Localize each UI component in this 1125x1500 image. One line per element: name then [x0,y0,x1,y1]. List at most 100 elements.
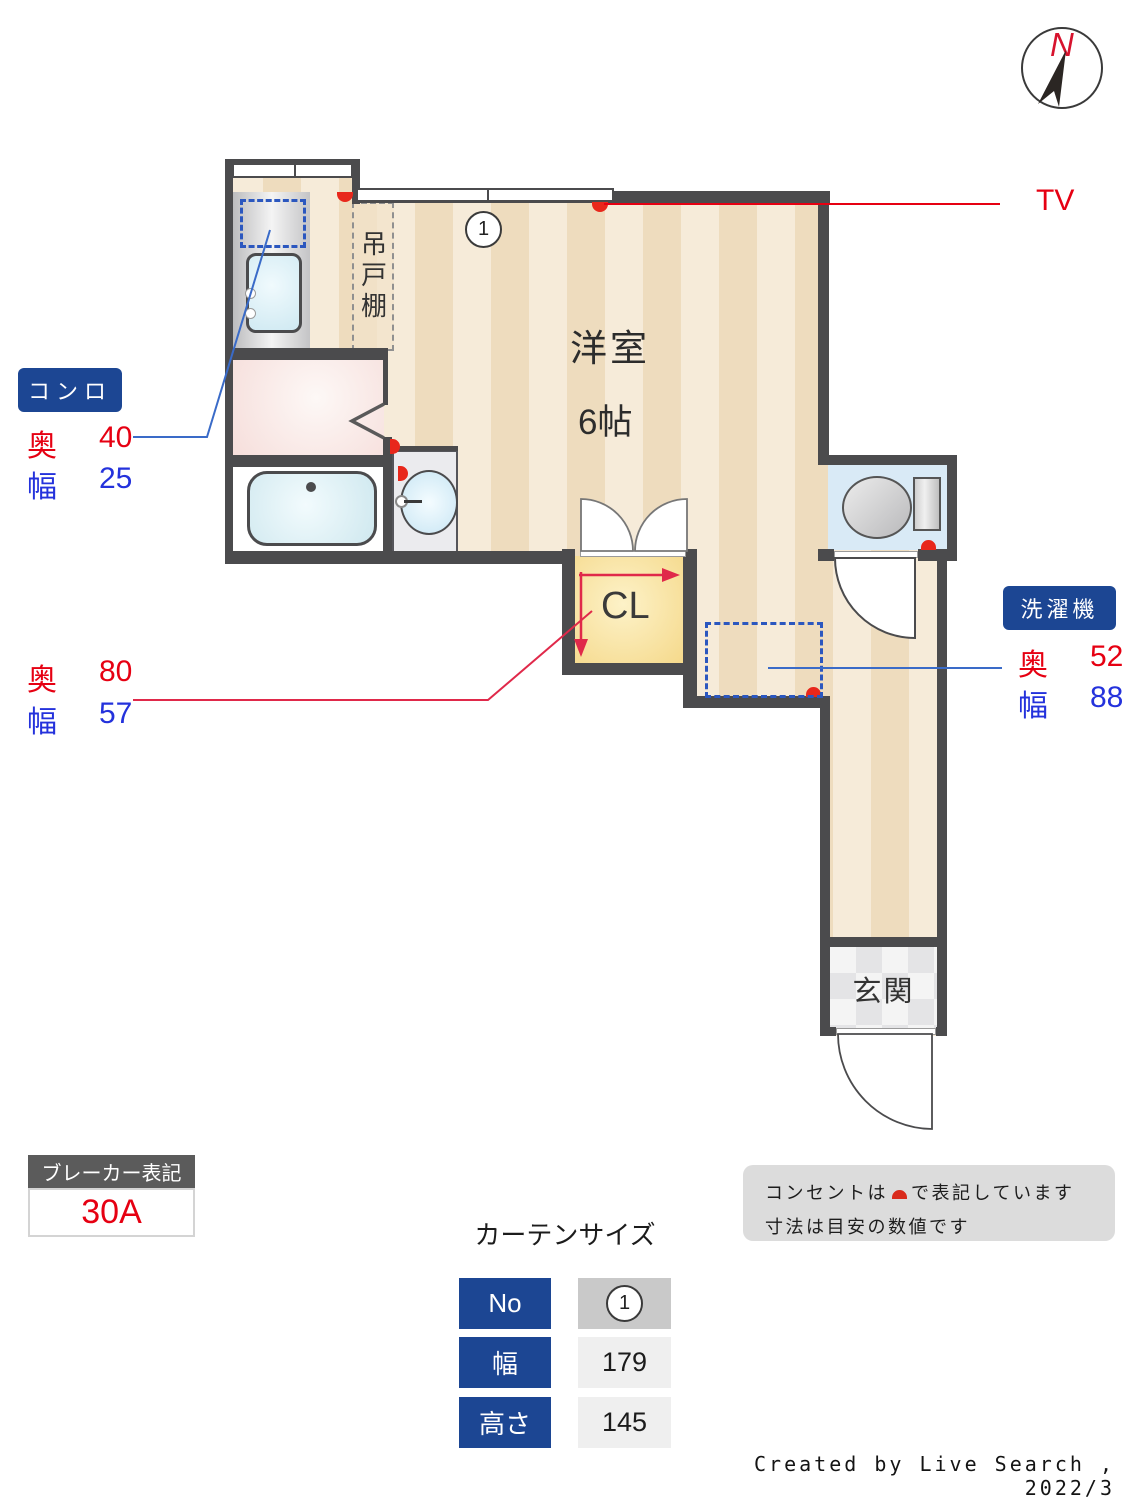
width-value: 25 [99,462,133,495]
toilet-tank [913,477,941,531]
washer-width-row: 幅 88 [1018,681,1123,725]
main-room-name: 洋室 [570,328,650,369]
toilet-bowl [842,476,912,539]
curtain-no-number: 1 [618,1292,631,1314]
curtain-row-label: No [459,1278,551,1329]
wall [937,557,947,947]
wall [820,937,830,1036]
width-label: 幅 [1018,690,1048,723]
wall [820,937,947,947]
depth-label: 奥 [27,430,57,463]
note-line-1: コンセントは で表記しています [765,1179,1115,1205]
wall [225,348,388,360]
closet-door-leaf [580,498,634,552]
window-tag-circle: 1 [465,211,502,248]
wall [225,551,570,564]
washer-depth-row: 奥 52 [1018,640,1123,684]
entrance-tile-floor: 玄関 [830,947,937,1030]
outlet-icon [390,439,400,454]
wall [225,455,388,467]
arrowhead-icon [574,639,588,657]
stove-placement-dashed-box [240,199,306,248]
closet-depth-row: 奥 80 [27,655,132,699]
outlet-icon [592,202,608,212]
outlet-legend-icon [892,1190,907,1199]
depth-value: 52 [1090,640,1124,673]
outlet-icon [921,540,936,550]
bathtub-drain-icon [306,482,316,492]
washer-placement-dashed-box [705,622,823,698]
wall [695,696,830,708]
width-label: 幅 [27,471,57,504]
wall [388,446,458,451]
credit-text: Created by Live Search , 2022/3 [754,1452,1115,1500]
main-window [356,188,614,202]
washbasin-handle-icon [404,500,422,503]
exterior-mask [562,675,695,1037]
depth-label: 奥 [27,664,57,697]
width-label: 幅 [27,706,57,739]
depth-label: 奥 [1018,649,1048,682]
breaker-value: 30A [28,1188,195,1237]
width-value: 88 [1090,681,1124,714]
kitchen-window [232,163,353,178]
note-text: で表記しています [911,1183,1075,1203]
wall [820,698,830,945]
entrance-door-swing [837,1033,933,1130]
wall [562,549,575,675]
curtain-row-value: 145 [578,1397,671,1448]
stove-badge: コンロ [18,368,122,412]
folding-door-icon [348,402,385,440]
curtain-row-value: 1 [578,1278,671,1329]
breaker-header: ブレーカー表記 [28,1155,195,1188]
window-divider [294,165,296,176]
curtain-no-circle: 1 [606,1285,643,1322]
stove-width-row: 幅 25 [27,462,132,506]
curtain-row-label: 高さ [459,1397,551,1448]
exterior-mask [829,159,947,456]
wall [820,1027,836,1036]
wall [947,455,957,561]
compass-north-label: N [1050,26,1074,63]
exterior-mask [225,564,562,1037]
compass-needle-icon [1038,50,1066,107]
closet-door-leaf [634,498,688,552]
exterior-mask [695,708,820,1037]
hanging-cupboard-label: 吊戸棚 [357,230,388,323]
curtain-table-title: カーテンサイズ [474,1220,656,1250]
note-box: コンセントはで表記しています 寸法は目安の数値です [743,1165,1115,1241]
tv-label: TV [1036,184,1075,217]
width-value: 57 [99,697,133,730]
note-text: コンセントは [765,1183,888,1203]
entrance-label: 玄関 [852,975,915,1008]
curtain-row-label: 幅 [459,1337,551,1388]
wall [818,549,834,561]
wall [918,549,957,561]
outlet-icon [337,192,353,202]
outlet-icon [806,687,821,697]
closet-width-row: 幅 57 [27,697,132,741]
wall [383,358,388,405]
wall [818,455,957,465]
washer-badge: 洗濯機 [1003,586,1116,630]
wall [383,437,392,553]
exterior-mask [360,159,835,191]
depth-value: 40 [99,421,133,454]
wall [936,1027,947,1036]
arrowhead-icon [662,568,680,582]
stove-depth-row: 奥 40 [27,421,132,465]
toilet-door-swing [833,557,916,640]
curtain-row-value: 179 [578,1337,671,1388]
outlet-icon [398,466,408,481]
stove-leader-line [133,229,271,438]
wall [937,937,947,1036]
closet-leader-line [133,610,593,701]
wall [562,663,695,675]
wall [683,549,697,708]
wall [352,159,360,204]
main-room-size: 6帖 [578,403,633,442]
closet-label: CL [601,585,650,627]
window-divider [487,190,489,200]
